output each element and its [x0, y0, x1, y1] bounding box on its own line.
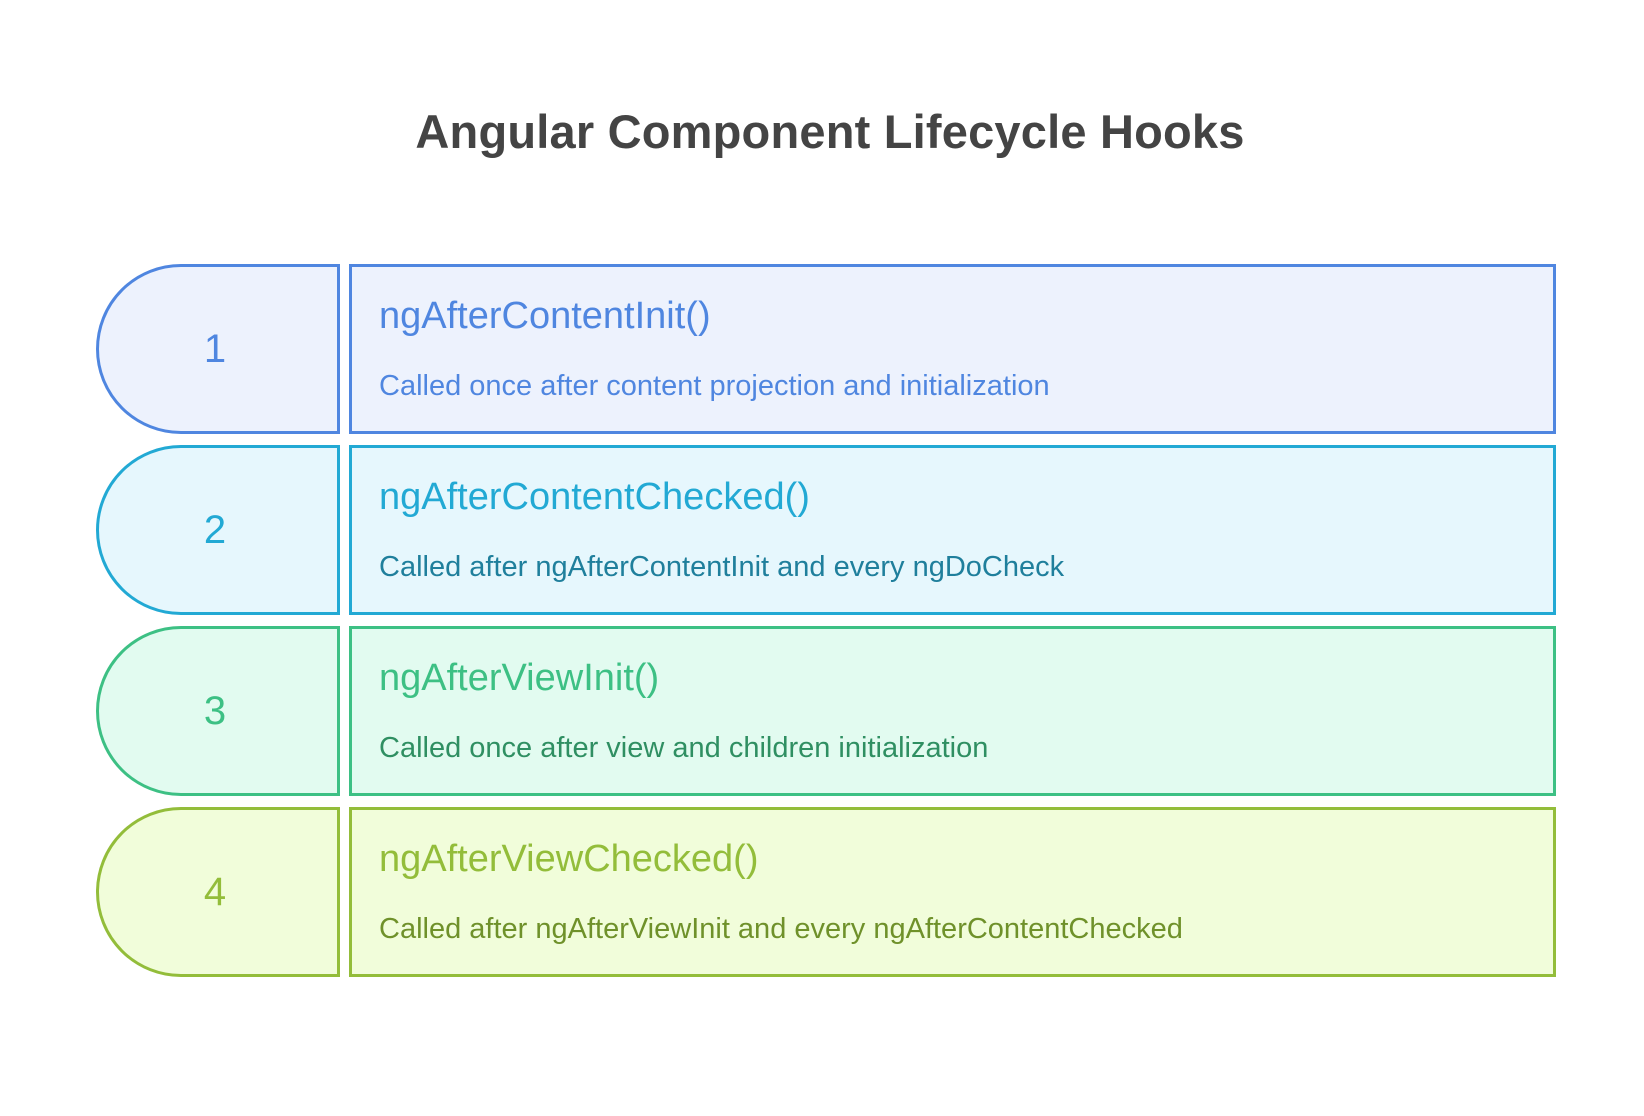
step-number-badge: 3 [96, 626, 340, 796]
hook-description: Called after ngAfterViewInit and every n… [379, 913, 1183, 945]
hook-name: ngAfterViewChecked() [379, 838, 759, 880]
step-number-badge: 1 [96, 264, 340, 434]
hook-name: ngAfterContentInit() [379, 295, 711, 337]
step-number: 1 [203, 326, 227, 371]
lifecycle-step-2: 2 ngAfterContentChecked() Called after n… [96, 445, 1556, 615]
step-card: ngAfterContentInit() Called once after c… [349, 264, 1556, 434]
step-card: ngAfterViewChecked() Called after ngAfte… [349, 807, 1556, 977]
step-number-badge: 2 [96, 445, 340, 615]
hook-description: Called after ngAfterContentInit and ever… [379, 551, 1065, 583]
step-number: 3 [203, 688, 227, 733]
diagram-title: Angular Component Lifecycle Hooks [415, 105, 1245, 158]
hook-name: ngAfterContentChecked() [379, 476, 810, 518]
lifecycle-step-4: 4 ngAfterViewChecked() Called after ngAf… [96, 807, 1556, 977]
lifecycle-step-3: 3 ngAfterViewInit() Called once after vi… [96, 626, 1556, 796]
lifecycle-step-1: 1 ngAfterContentInit() Called once after… [96, 264, 1556, 434]
step-number: 2 [203, 507, 227, 552]
hook-description: Called once after content projection and… [379, 370, 1050, 402]
hook-name: ngAfterViewInit() [379, 657, 660, 699]
hook-description: Called once after view and children init… [379, 732, 989, 764]
step-card: ngAfterViewInit() Called once after view… [349, 626, 1556, 796]
step-number: 4 [203, 869, 227, 914]
step-number-badge: 4 [96, 807, 340, 977]
step-card: ngAfterContentChecked() Called after ngA… [349, 445, 1556, 615]
